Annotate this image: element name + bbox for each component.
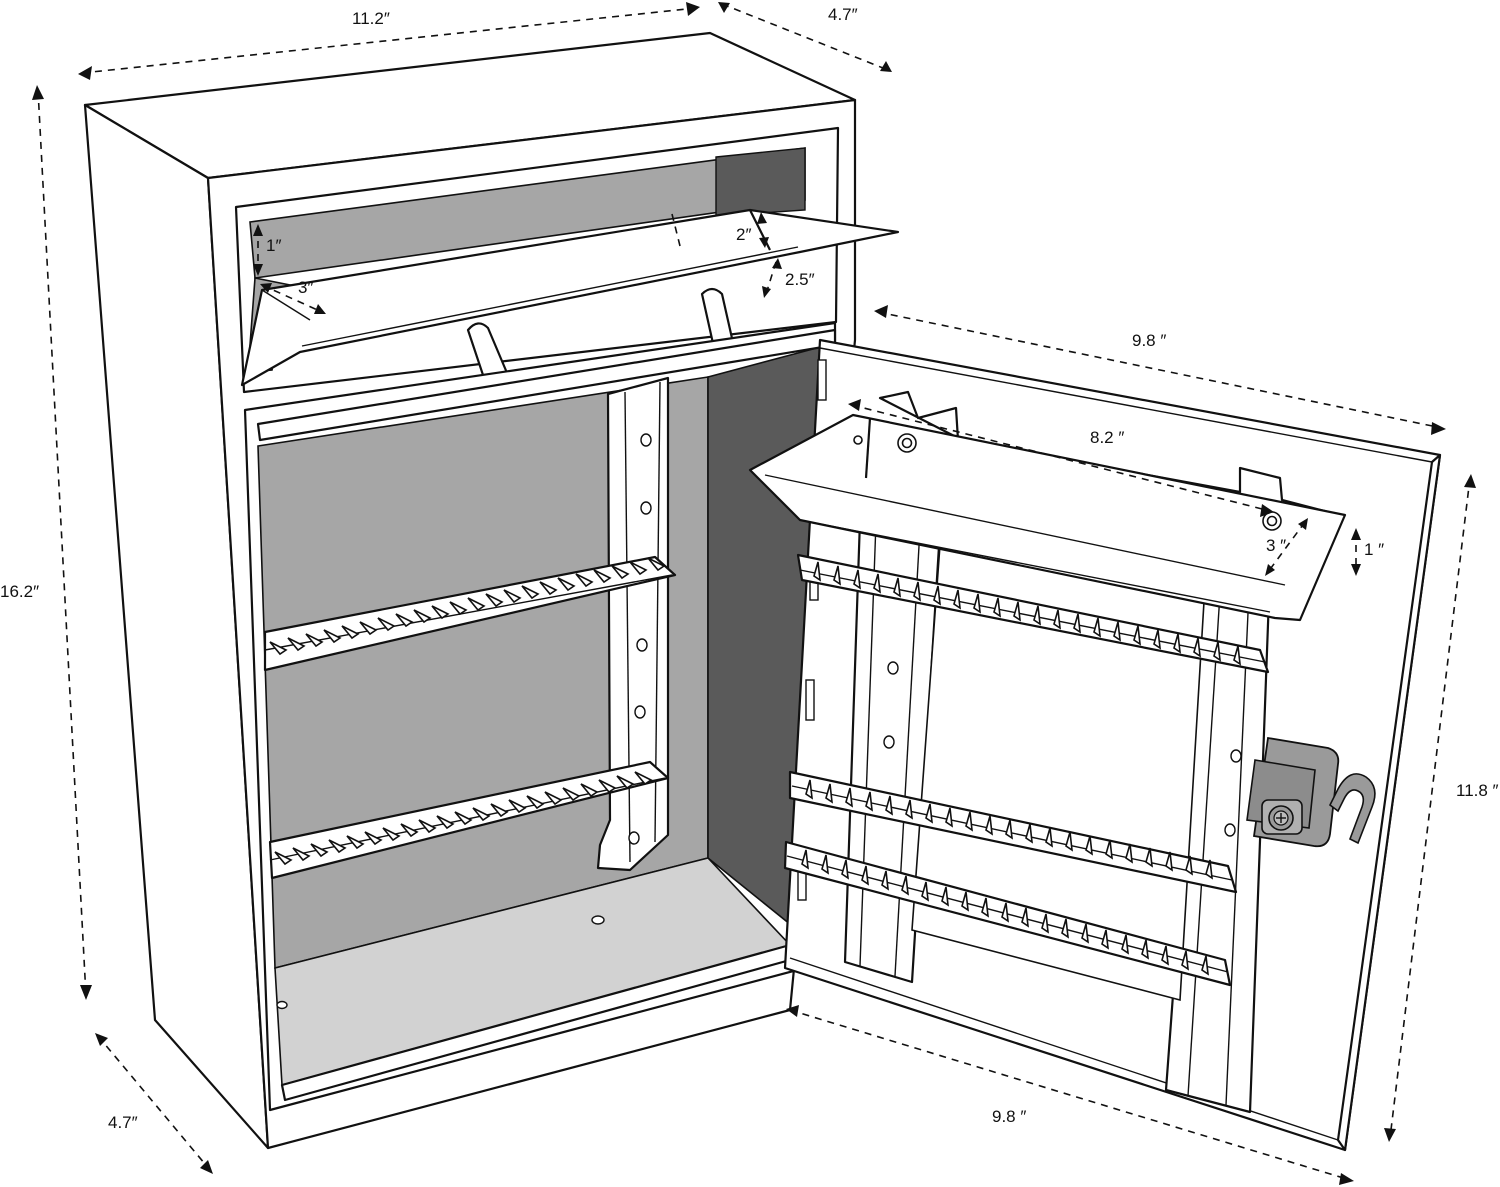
label-door-width-bottom: 9.8 ″ — [992, 1107, 1026, 1126]
cabinet-door[interactable] — [748, 338, 1442, 1152]
label-drop-slot-depth: 3″ — [298, 278, 313, 297]
key-row-bar — [796, 553, 1270, 674]
lock-hook — [1328, 773, 1376, 845]
key-rail-bracket — [596, 376, 670, 872]
label-cabinet-depth-bottom: 4.7″ — [108, 1113, 138, 1132]
key-hook-row — [268, 760, 670, 880]
label-cabinet-width: 11.2″ — [352, 9, 390, 28]
label-drop-tray-front: 2.5″ — [785, 270, 815, 289]
drop-box — [234, 126, 900, 414]
label-cabinet-height: 16.2″ — [0, 582, 39, 601]
label-drop-slot-height: 1″ — [266, 236, 281, 255]
dimension-lines — [32, 2, 1476, 1185]
door-lock[interactable] — [1246, 736, 1376, 848]
label-door-tray-width: 8.2 ″ — [1090, 428, 1124, 447]
drop-box-dark-side — [715, 147, 806, 217]
door-key-hooks — [801, 561, 1241, 976]
dimension-labels: 11.2″ 4.7″ 16.2″ 4.7″ 1″ 3″ 2″ 2.5″ 9.8 … — [0, 5, 1499, 1132]
label-cabinet-depth-top: 4.7″ — [828, 5, 858, 24]
label-door-tray-depth: 3 ″ — [1266, 536, 1286, 555]
label-door-height: 11.8 ″ — [1456, 781, 1499, 800]
door-tray-body — [748, 413, 1347, 622]
key-hook-row — [263, 555, 677, 672]
door-edge — [1336, 453, 1442, 1152]
label-drop-tray-lip: 2″ — [736, 225, 751, 244]
label-door-tray-height: 1 ″ — [1364, 540, 1384, 559]
label-door-width-top: 9.8 ″ — [1132, 331, 1166, 350]
key-row-bar — [788, 770, 1238, 894]
door-tray — [748, 390, 1347, 622]
